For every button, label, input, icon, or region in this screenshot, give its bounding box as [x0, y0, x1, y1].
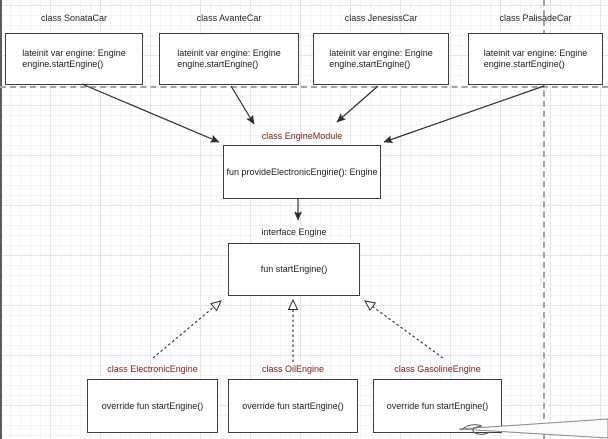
class-title-jenesisscar[interactable]: class JenesissCar: [344, 13, 418, 23]
class-box-gasolineengine[interactable]: override fun startEngine(): [373, 379, 502, 433]
interface-title-engine[interactable]: interface Engine: [261, 227, 327, 237]
page-break-horizontal: [0, 86, 608, 88]
code-line: engine.startEngine(): [177, 59, 259, 69]
class-box-enginemodule[interactable]: fun provideElectronicEngine(): Engine: [223, 145, 381, 199]
class-title-electronicengine[interactable]: class ElectronicEngine: [107, 364, 198, 374]
class-title-sonatacar[interactable]: class SonataCar: [40, 13, 108, 23]
code-line: lateinit var engine: Engine: [177, 48, 281, 58]
code-line: lateinit var engine: Engine: [329, 48, 433, 58]
arrow-jenesisscar-to-enginemodule[interactable]: [336, 85, 379, 123]
code-line: fun startEngine(): [260, 264, 328, 274]
realization-gasolineengine-to-engine[interactable]: [365, 301, 444, 359]
code-line: lateinit var engine: Engine: [22, 48, 126, 58]
code-line: engine.startEngine(): [22, 59, 104, 69]
class-title-avantecar[interactable]: class AvanteCar: [196, 13, 262, 23]
code-line: engine.startEngine(): [483, 59, 565, 69]
class-box-oilengine[interactable]: override fun startEngine(): [228, 379, 358, 433]
class-box-palisadecar[interactable]: lateinit var engine: Engine engine.start…: [468, 33, 603, 85]
class-box-electronicengine[interactable]: override fun startEngine(): [87, 379, 218, 433]
code-line: lateinit var engine: Engine: [483, 48, 588, 58]
page-break-vertical: [543, 0, 545, 439]
code-line: override fun startEngine(): [242, 400, 344, 411]
code-line: override fun startEngine(): [386, 400, 489, 411]
class-title-gasolineengine[interactable]: class GasolineEngine: [394, 364, 481, 374]
class-title-enginemodule[interactable]: class EngineModule: [261, 131, 343, 141]
interface-box-engine[interactable]: fun startEngine(): [228, 243, 360, 296]
code-line: fun provideElectronicEngine(): Engine: [226, 166, 378, 177]
realization-electronicengine-to-engine[interactable]: [152, 301, 221, 359]
class-title-oilengine[interactable]: class OilEngine: [261, 364, 325, 374]
canvas-left-edge: [0, 0, 2, 439]
arrow-sonatacar-to-enginemodule[interactable]: [81, 83, 220, 143]
code-line: engine.startEngine(): [329, 59, 411, 69]
arrow-palisadecar-to-enginemodule[interactable]: [383, 85, 545, 143]
code-line: override fun startEngine(): [101, 400, 204, 411]
class-box-sonatacar[interactable]: lateinit var engine: Engine engine.start…: [5, 33, 143, 85]
arrow-avantecar-to-enginemodule[interactable]: [230, 85, 255, 125]
class-box-jenesisscar[interactable]: lateinit var engine: Engine engine.start…: [313, 33, 449, 85]
class-title-palisadecar[interactable]: class PalisadeCar: [499, 13, 572, 23]
class-box-avantecar[interactable]: lateinit var engine: Engine engine.start…: [159, 33, 299, 85]
